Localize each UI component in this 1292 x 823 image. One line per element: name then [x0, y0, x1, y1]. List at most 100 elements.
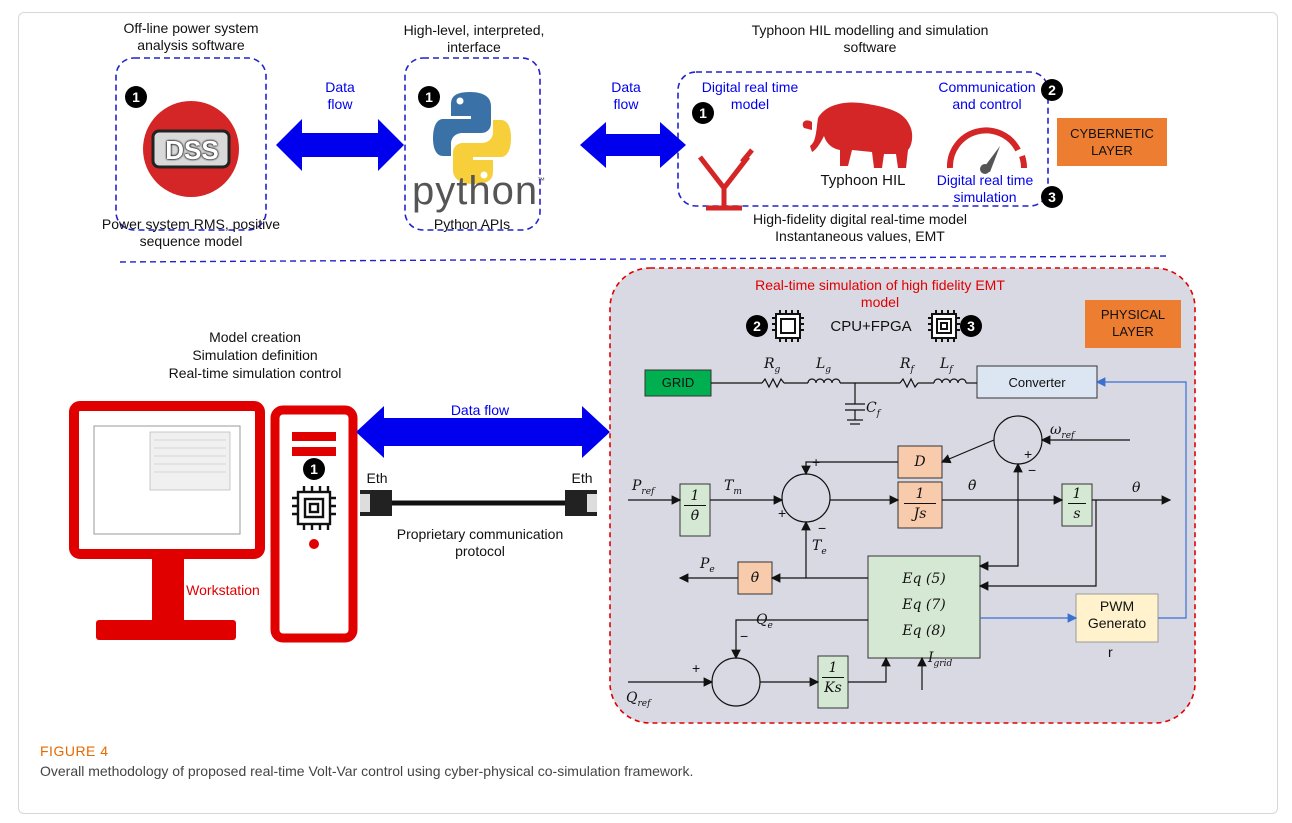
workstation-name: Workstation [186, 582, 260, 598]
tm-label: Tm [724, 478, 742, 497]
sign-qref-plus: + [692, 660, 701, 676]
badge-2-comm: 2 [1041, 79, 1063, 101]
badge-3-sim: 3 [1041, 186, 1063, 208]
chip-icon-fpga [928, 310, 960, 342]
rt-sim-title: Real-time simulation of high fidelity EM… [755, 277, 1005, 310]
figure-frame [18, 12, 1278, 814]
cf-label: Cf [866, 400, 881, 419]
python-apis-label: Python APIs [433, 216, 511, 232]
data-flow-arrow-1 [276, 119, 404, 171]
monitor-base [96, 620, 236, 640]
inductor-lg [807, 378, 841, 384]
pwm-label-overflow: r [1108, 644, 1113, 660]
badge-1-python: 1 [418, 86, 440, 108]
theta-label: θ [1132, 480, 1141, 496]
lg-label: Lg [816, 356, 832, 375]
sign-omega-minus: − [1028, 462, 1037, 478]
tower-chip-icon [292, 486, 336, 530]
rg-label: Rg [764, 356, 781, 375]
tower-icon [270, 405, 358, 643]
typhoon-dashed-box [677, 71, 1049, 207]
qref-label: Qref [626, 690, 651, 709]
inverse-thetadot-block [679, 483, 711, 537]
badge-3-fpga: 3 [960, 315, 982, 337]
damping-label: D [914, 454, 926, 470]
equations-label: Eq (5)Eq (7)Eq (8) [902, 571, 946, 639]
sign-d-plus: + [812, 454, 821, 470]
layer-divider [119, 255, 1169, 263]
badge-1-tower: 1 [303, 458, 325, 480]
integrator-block [1061, 483, 1093, 527]
inverse-theta-den: θ̇ [690, 508, 700, 524]
figure-number: FIGURE 4 [40, 743, 109, 759]
pref-label: Pref [632, 478, 655, 497]
inverse-theta-num: 1 [684, 488, 706, 506]
wref-label: ωref [1050, 422, 1075, 441]
s-den: s [1073, 506, 1081, 522]
igrid-label: Igrid [928, 650, 953, 669]
data-flow-arrow-2 [580, 122, 686, 168]
badge-1-typhoon: 1 [692, 102, 714, 124]
converter-box [976, 365, 1098, 399]
grid-label: GRID [661, 375, 695, 390]
cybernetic-layer-box [1057, 118, 1167, 166]
dss-dashed-box [115, 57, 267, 231]
typhoon-elephant-icon [802, 102, 913, 168]
qe-label: Qe [756, 612, 773, 631]
data-flow-label-3: Data flow [450, 402, 510, 418]
ks-num: 1 [822, 660, 844, 678]
grid-box [644, 369, 712, 397]
converter-symbol-icon [698, 148, 754, 211]
badge-2-cpu: 2 [746, 315, 768, 337]
monitor-stand [152, 554, 184, 622]
ks-den: Ks [824, 680, 842, 696]
physical-layer-box [1085, 300, 1181, 348]
typhoon-name: Typhoon HIL [820, 172, 906, 189]
figure-caption: Overall methodology of proposed real-tim… [40, 763, 694, 779]
resistor-rf [899, 377, 919, 389]
eth-left-label: Eth [366, 470, 388, 486]
chip-icon-cpu [772, 310, 804, 342]
speedometer-icon [946, 127, 1028, 174]
sign-te-minus: − [818, 520, 827, 536]
sign-qe-minus: − [740, 628, 749, 644]
te-label: Te [812, 538, 827, 557]
s-num: 1 [1068, 486, 1086, 504]
sign-wref-plus: + [1024, 446, 1033, 462]
damping-block [897, 445, 943, 479]
cpu-fpga-label: CPU+FPGA [830, 318, 912, 335]
theta-dot-label: θ̇ [968, 478, 977, 494]
js-num: 1 [904, 486, 936, 504]
python-tm: ™ [537, 176, 545, 185]
pe-label: Pe [700, 556, 715, 575]
data-flow-arrow-3 [356, 406, 610, 458]
inductor-lf [933, 378, 967, 384]
thetadot-block-label: θ̇ [750, 570, 760, 586]
resistor-rg [761, 377, 785, 389]
circuit-lines [711, 377, 977, 425]
python-word: python [412, 169, 539, 213]
converter-label: Converter [1008, 375, 1066, 390]
badge-1-dss: 1 [125, 86, 147, 108]
python-top-label: High-level, interpreted,interface [403, 22, 545, 55]
sign-tm-plus: + [778, 505, 787, 521]
inverse-js-block [897, 481, 943, 529]
dss-text: DSS [165, 135, 219, 165]
equations-block [867, 555, 981, 659]
